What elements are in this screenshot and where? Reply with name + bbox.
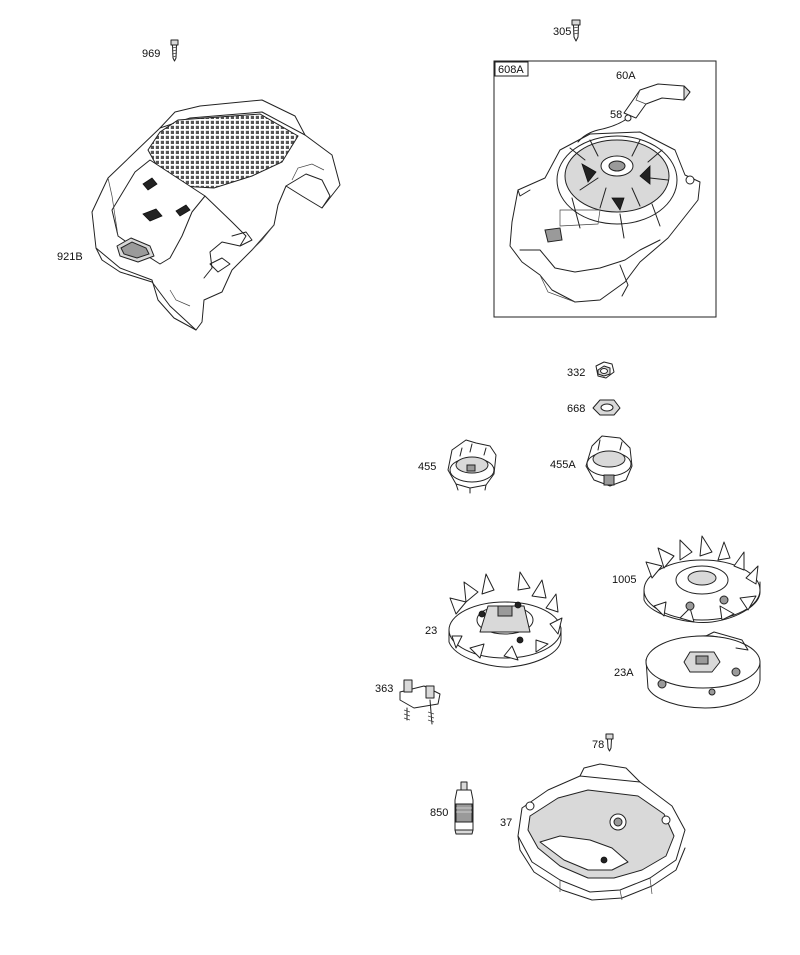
label-668: 668 xyxy=(567,403,585,415)
label-332: 332 xyxy=(567,367,585,379)
label-455: 455 xyxy=(418,461,436,473)
group-608A-frame xyxy=(493,60,717,318)
label-78: 78 xyxy=(592,739,604,751)
part-305-screw xyxy=(571,19,581,42)
label-969: 969 xyxy=(142,48,160,60)
part-23-flywheel xyxy=(448,571,563,668)
label-1005: 1005 xyxy=(612,574,636,586)
part-37-fan-housing xyxy=(517,763,686,901)
label-23: 23 xyxy=(425,625,437,637)
part-58-starter-rope xyxy=(577,114,632,143)
part-332-nut xyxy=(595,361,615,379)
group-608A-tag xyxy=(494,61,529,77)
part-921B-blower-housing xyxy=(91,99,341,331)
part-60A-starter-handle xyxy=(623,83,691,119)
part-668-washer xyxy=(592,399,621,416)
label-850: 850 xyxy=(430,807,448,819)
part-608A-rewind-starter xyxy=(509,131,701,303)
part-969-screw xyxy=(170,39,179,62)
label-37: 37 xyxy=(500,817,512,829)
part-850-sealant-tube xyxy=(454,781,474,835)
part-455-starter-cup xyxy=(447,439,497,494)
label-60A: 60A xyxy=(616,70,636,82)
part-23A-flywheel xyxy=(645,631,761,709)
part-363-ground-bracket xyxy=(399,679,441,725)
label-363: 363 xyxy=(375,683,393,695)
part-1005-flywheel-fan xyxy=(643,535,761,624)
part-455A-starter-cup xyxy=(585,435,633,487)
part-78-screw xyxy=(605,733,614,752)
label-608A: 608A xyxy=(498,64,524,76)
label-305: 305 xyxy=(553,26,571,38)
label-23A: 23A xyxy=(614,667,634,679)
label-58: 58 xyxy=(610,109,622,121)
label-455A: 455A xyxy=(550,459,576,471)
label-921B: 921B xyxy=(57,251,83,263)
